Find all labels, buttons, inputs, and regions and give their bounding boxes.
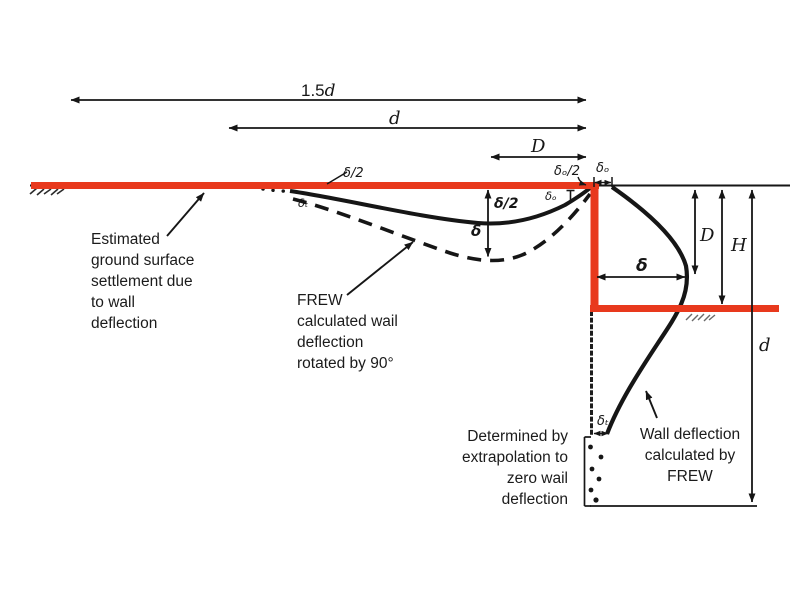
label-depth-D: D (699, 225, 715, 246)
extrapolation-annotation: Determined by extrapolation to zero wail… (368, 426, 568, 510)
annotation-line: Wall deflection (639, 426, 741, 443)
annotation-line: deflection (91, 315, 158, 332)
label-D-span: D (530, 136, 546, 157)
left-surface-hatch (29, 187, 65, 196)
annotation-line: settlement due (91, 273, 193, 290)
annotation-line: calculated by (644, 447, 736, 464)
annotation-line: extrapolation to (462, 449, 568, 466)
annotation-line: rotated by 90° (297, 355, 394, 372)
annotation-line: FREW (667, 468, 713, 485)
wall-deflection-annotation-arrow (645, 390, 658, 419)
annotation-line: Estimated (91, 231, 160, 248)
extrapolated-wall-dots (588, 444, 604, 503)
label-delta-half: δ/2 (494, 196, 518, 212)
annotation-line: deflection (501, 491, 568, 508)
label-surface-delta-half: δ/2 (343, 166, 364, 181)
wall-deflection-annotation: Wall deflection calculated by FREW (608, 424, 772, 487)
label-surface-delta-t: δₜ (298, 196, 308, 210)
frew-deflection-rotated-curve (292, 192, 592, 263)
frew-rotated-annotation: FREW calculated wail deflection rotated … (297, 290, 398, 374)
dig-level-hatch (685, 313, 716, 322)
extrapolation-bracket (583, 436, 591, 507)
label-height-H: H (730, 235, 747, 256)
label-d-span: d (389, 108, 401, 129)
annotation-line: FREW (297, 292, 343, 309)
delta-o-tick-at-wall (566, 189, 575, 200)
annotation-line: ground surface (91, 252, 195, 269)
label-delta-o-at-wall: δₒ (545, 189, 557, 203)
annotation-line: zero wail (506, 470, 568, 487)
annotation-line: Determined by (467, 428, 568, 445)
label-embed-d: d (759, 335, 771, 356)
label-delta-o-half: δₒ/2 (554, 164, 580, 179)
label-delta-o: δₒ (596, 161, 609, 176)
label-1-5d: 1.5d (301, 81, 336, 101)
delta-o-half-leader (577, 176, 587, 186)
settlement-annotation: Estimated ground surface settlement due … (91, 229, 194, 334)
label-toe-delta-t: δₜ (597, 414, 609, 429)
annotation-line: calculated wail (297, 313, 398, 330)
estimated-settlement-curve (289, 186, 592, 226)
dim-delta-o-top (593, 177, 613, 187)
frew-annotation-arrow (346, 241, 414, 296)
label-delta-full: δ (471, 222, 481, 240)
annotation-line: deflection (297, 334, 364, 351)
settlement-annotation-arrow (166, 192, 205, 237)
annotation-line: to wall (91, 294, 135, 311)
label-wall-delta: δ (636, 256, 648, 276)
settlement-curve-dotted-tail (261, 187, 293, 194)
surface-delta-half-leader (326, 171, 348, 185)
